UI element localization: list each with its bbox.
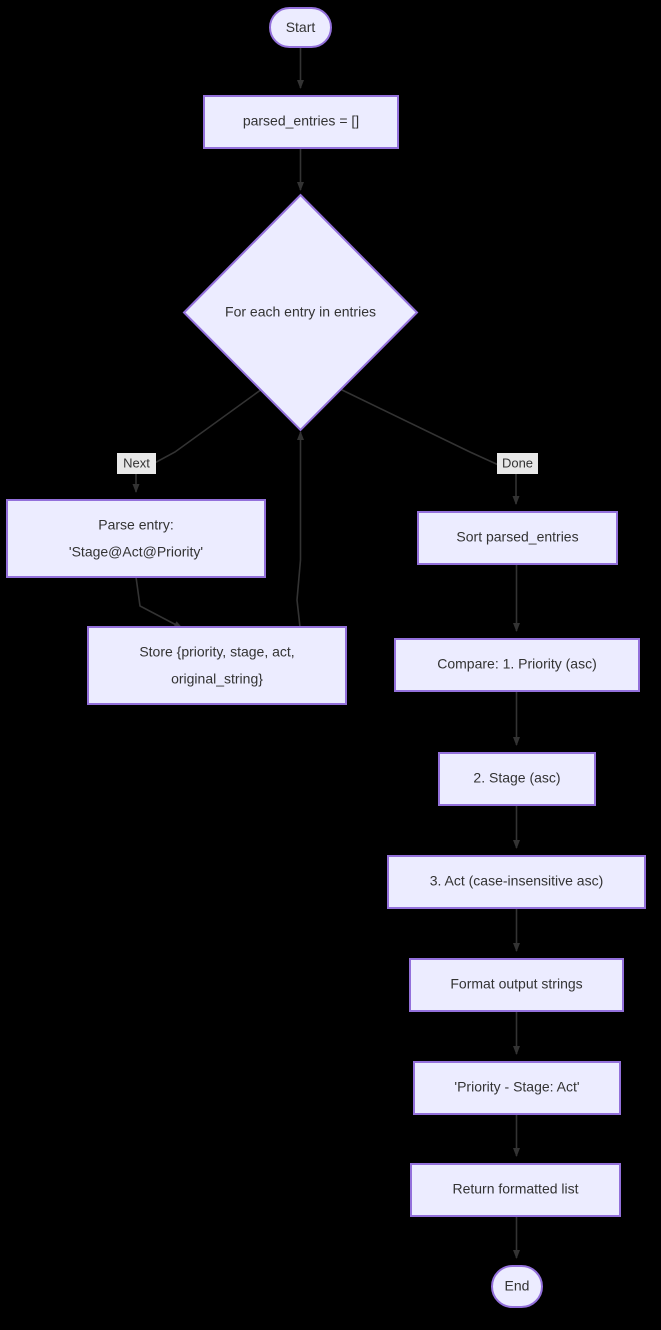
- node-sort[interactable]: Sort parsed_entries: [417, 511, 618, 565]
- node-compare3-shape: [387, 855, 646, 909]
- node-compare3[interactable]: 3. Act (case-insensitive asc): [387, 855, 646, 909]
- node-parse-shape: [6, 499, 266, 578]
- node-parse-label-line1: Parse entry:: [98, 517, 173, 533]
- edge-loop-to-sort: [339, 388, 520, 505]
- node-store-label-line2: original_string}: [171, 671, 263, 687]
- node-compare1-label: Compare: 1. Priority (asc): [437, 656, 596, 672]
- node-start-label: Start: [286, 19, 316, 35]
- node-format[interactable]: Format output strings: [409, 958, 624, 1012]
- node-sort-shape: [417, 511, 618, 565]
- edge-parse-to-store: [135, 576, 183, 629]
- node-loop[interactable]: For each entry in entries: [182, 193, 419, 432]
- node-store[interactable]: Store {priority, stage, act, original_st…: [87, 626, 347, 705]
- node-compare1[interactable]: Compare: 1. Priority (asc): [394, 638, 640, 692]
- edge-label-next: Next: [117, 453, 156, 474]
- node-compare2-label: 2. Stage (asc): [473, 770, 560, 786]
- edge-label-next-text: Next: [123, 455, 150, 470]
- edge-label-done-text: Done: [502, 455, 533, 470]
- node-compare3-label: 3. Act (case-insensitive asc): [430, 873, 604, 889]
- node-template-label: 'Priority - Stage: Act': [454, 1079, 579, 1095]
- node-start-shape: [269, 7, 332, 48]
- node-start[interactable]: Start: [269, 7, 332, 48]
- node-store-label-line1: Store {priority, stage, act,: [139, 644, 294, 660]
- edge-store-to-loop: [296, 431, 304, 628]
- node-compare2[interactable]: 2. Stage (asc): [438, 752, 596, 806]
- node-format-label: Format output strings: [450, 976, 582, 992]
- edge-label-next-bg: [117, 453, 156, 474]
- node-parse-label-line2: 'Stage@Act@Priority': [69, 544, 203, 560]
- edge-label-done-bg: [497, 453, 538, 474]
- node-end-label: End: [505, 1278, 530, 1294]
- node-parse[interactable]: Parse entry: 'Stage@Act@Priority': [6, 499, 266, 578]
- node-init-label: parsed_entries = []: [243, 113, 359, 129]
- node-loop-label: For each entry in entries: [225, 304, 376, 320]
- node-end-shape: [491, 1265, 543, 1308]
- node-return-label: Return formatted list: [452, 1181, 578, 1197]
- edge-loop-to-parse: [132, 388, 263, 493]
- node-return-shape: [410, 1163, 621, 1217]
- node-compare1-shape: [394, 638, 640, 692]
- node-template[interactable]: 'Priority - Stage: Act': [413, 1061, 621, 1115]
- node-end[interactable]: End: [491, 1265, 543, 1308]
- node-template-shape: [413, 1061, 621, 1115]
- node-format-shape: [409, 958, 624, 1012]
- node-init-shape: [203, 95, 399, 149]
- node-compare2-shape: [438, 752, 596, 806]
- node-store-shape: [87, 626, 347, 705]
- node-loop-shape: [182, 193, 419, 432]
- edge-label-done: Done: [497, 453, 538, 474]
- node-init[interactable]: parsed_entries = []: [203, 95, 399, 149]
- node-return[interactable]: Return formatted list: [410, 1163, 621, 1217]
- node-sort-label: Sort parsed_entries: [456, 529, 578, 545]
